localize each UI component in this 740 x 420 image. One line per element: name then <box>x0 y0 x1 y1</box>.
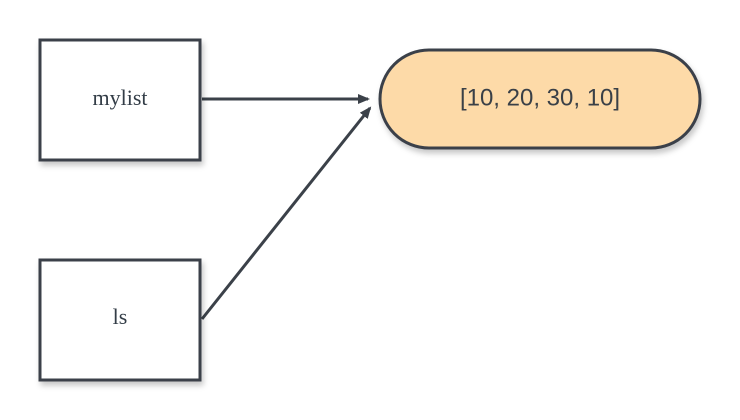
list-object: [10, 20, 30, 10] <box>378 48 702 150</box>
variable-name-ls: ls <box>113 304 128 329</box>
arrow-ls-to-object <box>200 106 372 320</box>
variable-name-mylist: mylist <box>92 85 147 110</box>
list-object-value: [10, 20, 30, 10] <box>460 84 620 111</box>
variable-box-ls: ls <box>38 258 202 382</box>
variable-box-mylist: mylist <box>38 38 202 162</box>
